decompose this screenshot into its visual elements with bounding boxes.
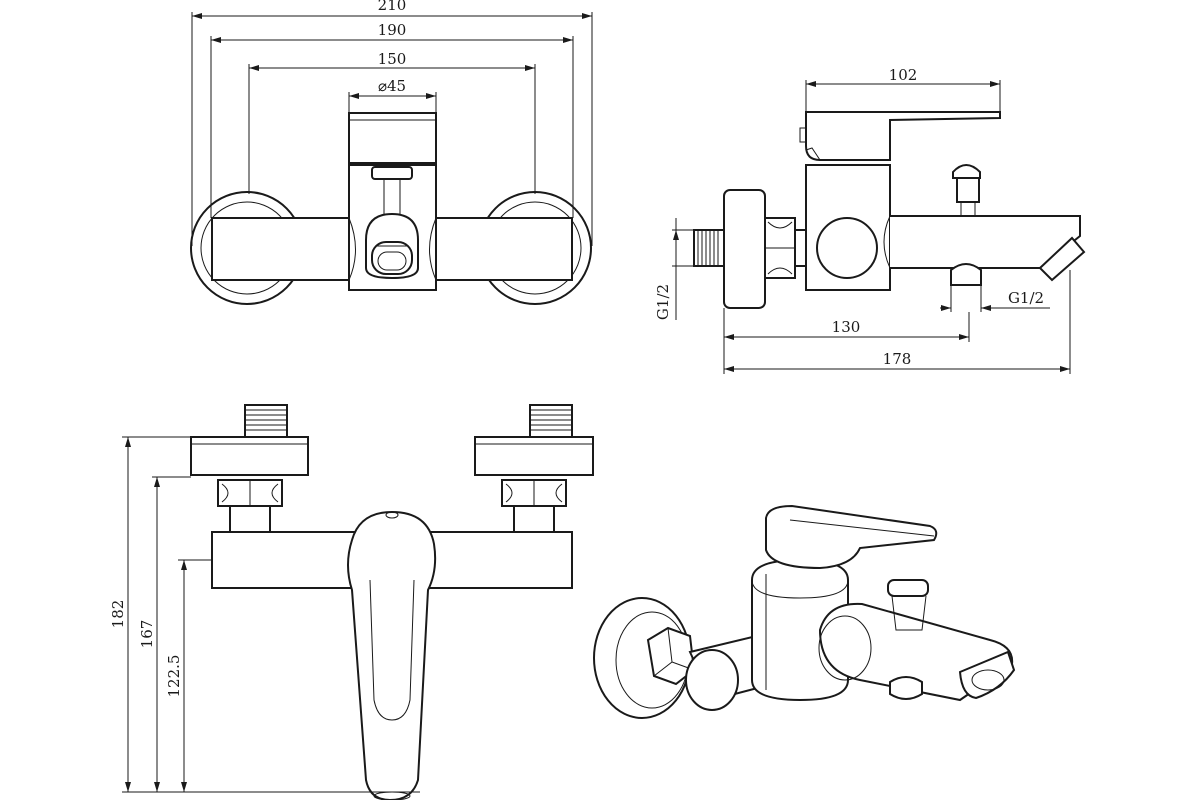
dim-g12-outlet: G1/2 [1008, 289, 1044, 307]
dim-178: 178 [883, 350, 912, 368]
dim-diameter-45: ⌀45 [378, 77, 406, 95]
dim-130: 130 [832, 318, 861, 336]
side-spout [890, 215, 1081, 269]
front-view: 210 190 150 ⌀45 [190, 0, 593, 305]
side-diverter-knob [952, 164, 981, 179]
iso-aerator [958, 650, 1016, 700]
side-aerator [1038, 236, 1086, 282]
elev-right-escutcheon [474, 436, 594, 476]
elevation-view: 182 167 122.5 [109, 404, 594, 800]
diverter-knob [371, 166, 413, 180]
dim-150: 150 [378, 50, 407, 68]
side-view: 102 G1/2 G1/2 130 178 [654, 66, 1086, 374]
dim-167: 167 [138, 620, 156, 649]
side-lever [805, 111, 1001, 161]
dim-190: 190 [378, 21, 407, 39]
iso-lever [765, 504, 938, 570]
iso-diverter-knob [887, 579, 929, 597]
dim-182: 182 [109, 600, 127, 629]
side-escutcheon [723, 189, 766, 309]
dim-122-5: 122.5 [165, 655, 183, 698]
dim-102: 102 [889, 66, 918, 84]
isometric-view [593, 504, 1016, 719]
side-connector-circle [816, 217, 878, 279]
dim-210: 210 [378, 0, 407, 14]
iso-bottom-outlet [889, 676, 923, 700]
elev-lever [347, 510, 437, 800]
elev-left-escutcheon [190, 436, 309, 476]
cartridge-cap [348, 112, 437, 164]
side-bottom-outlet [950, 263, 982, 286]
dim-g12-inlet: G1/2 [654, 284, 672, 320]
